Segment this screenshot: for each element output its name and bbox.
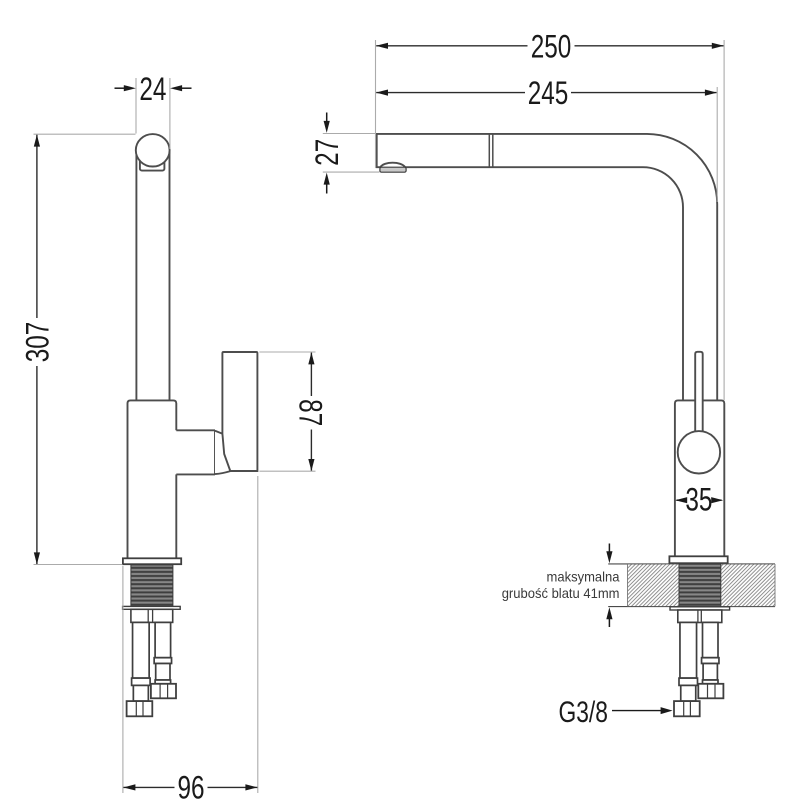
svg-text:27: 27 bbox=[310, 139, 346, 166]
svg-text:G3/8: G3/8 bbox=[559, 695, 608, 729]
svg-text:96: 96 bbox=[177, 771, 204, 800]
svg-text:307: 307 bbox=[20, 322, 56, 363]
svg-text:87: 87 bbox=[292, 399, 328, 426]
svg-text:maksymalna: maksymalna bbox=[547, 569, 620, 585]
svg-text:grubość blatu 41mm: grubość blatu 41mm bbox=[502, 585, 620, 601]
svg-text:250: 250 bbox=[531, 29, 572, 65]
svg-text:35: 35 bbox=[685, 482, 712, 518]
svg-text:245: 245 bbox=[528, 76, 569, 112]
svg-text:24: 24 bbox=[139, 72, 166, 108]
